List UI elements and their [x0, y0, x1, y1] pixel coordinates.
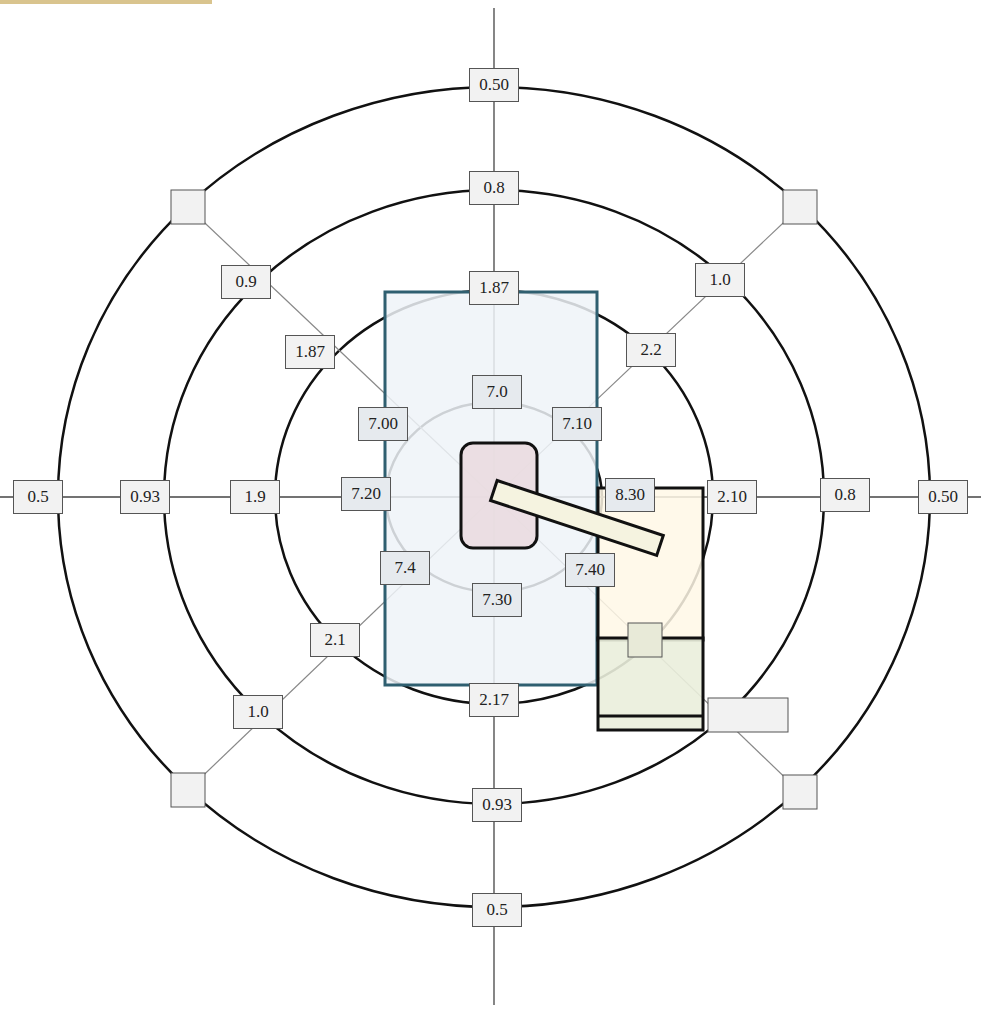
empty-box — [171, 190, 205, 224]
green-divider — [598, 715, 703, 718]
third-ring — [164, 190, 824, 804]
value-box: 1.87 — [469, 271, 519, 305]
value-label: 1.87 — [479, 278, 509, 298]
value-label: 7.00 — [368, 414, 398, 434]
blue-region — [385, 292, 597, 685]
value-box: 2.10 — [707, 480, 757, 514]
value-label: 1.0 — [247, 702, 268, 722]
value-box: 2.1 — [310, 623, 360, 657]
value-box: 1.0 — [695, 263, 745, 297]
value-label: 0.50 — [928, 487, 958, 507]
value-box: 0.50 — [469, 68, 519, 102]
value-label: 2.17 — [479, 690, 509, 710]
value-label: 2.2 — [640, 340, 661, 360]
value-label: 1.9 — [244, 487, 265, 507]
value-box: 7.10 — [552, 407, 602, 441]
value-box: 0.9 — [221, 265, 271, 299]
value-box: 1.9 — [230, 480, 280, 514]
value-label: 1.0 — [709, 270, 730, 290]
empty-box — [783, 775, 817, 809]
value-box: 0.93 — [120, 480, 170, 514]
value-label: 7.30 — [482, 590, 512, 610]
value-label: 0.93 — [130, 487, 160, 507]
value-box: 0.50 — [918, 480, 968, 514]
value-label: 2.1 — [324, 630, 345, 650]
value-box: 7.4 — [380, 551, 430, 585]
value-box: 7.20 — [341, 477, 391, 511]
value-box: 1.87 — [285, 335, 335, 369]
value-box: 7.40 — [565, 553, 615, 587]
value-label: 8.30 — [615, 485, 645, 505]
value-label: 0.8 — [483, 178, 504, 198]
value-box: 0.8 — [820, 478, 870, 512]
empty-box — [783, 190, 817, 224]
value-label: 2.10 — [717, 487, 747, 507]
value-label: 7.4 — [394, 558, 415, 578]
value-box: 0.5 — [13, 480, 63, 514]
value-box: 7.0 — [472, 375, 522, 409]
value-label: 0.8 — [834, 485, 855, 505]
empty-box — [171, 773, 205, 807]
value-label: 7.20 — [351, 484, 381, 504]
value-box: 8.30 — [605, 478, 655, 512]
value-label: 0.5 — [486, 900, 507, 920]
value-label: 0.50 — [479, 75, 509, 95]
value-label: 0.93 — [482, 795, 512, 815]
value-box: 0.5 — [472, 893, 522, 927]
empty-box — [708, 698, 788, 732]
value-box: 0.8 — [469, 171, 519, 205]
value-label: 7.40 — [575, 560, 605, 580]
value-box: 1.0 — [233, 695, 283, 729]
value-box: 0.93 — [472, 788, 522, 822]
value-label: 0.5 — [27, 487, 48, 507]
value-label: 7.10 — [562, 414, 592, 434]
value-box: 2.17 — [469, 683, 519, 717]
value-box: 7.30 — [472, 583, 522, 617]
tilted-bar — [491, 481, 664, 556]
empty-box — [628, 623, 662, 657]
value-box: 7.00 — [358, 407, 408, 441]
value-label: 1.87 — [295, 342, 325, 362]
corner-fragment — [0, 0, 212, 4]
value-box: 2.2 — [626, 333, 676, 367]
value-label: 7.0 — [486, 382, 507, 402]
value-label: 0.9 — [235, 272, 256, 292]
